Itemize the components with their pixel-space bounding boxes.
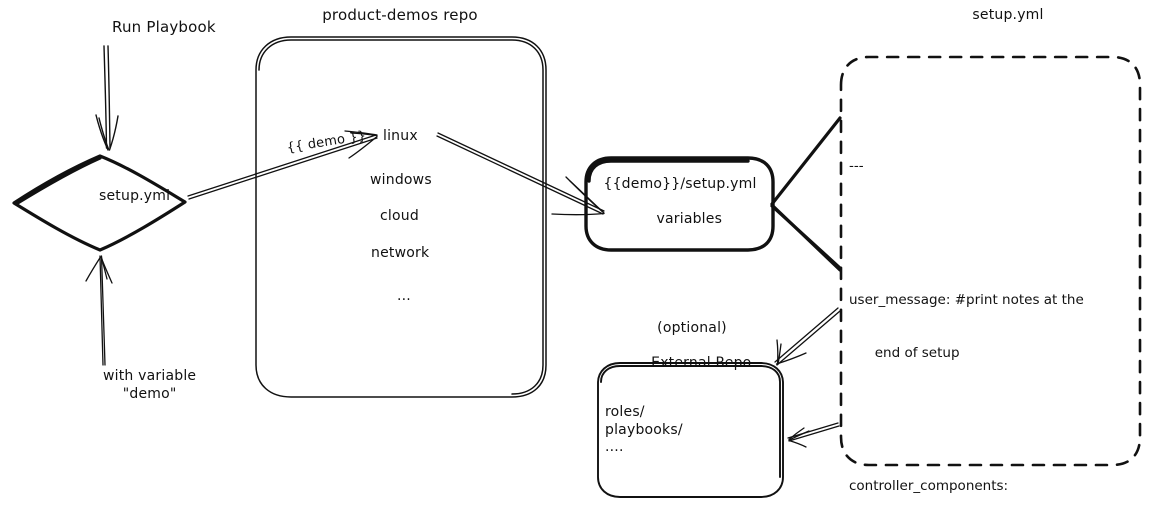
repo-item-cloud: cloud bbox=[380, 208, 419, 224]
yml-block-controller-components: controller_components: - projects - inve… bbox=[849, 443, 1141, 505]
yml-block-doc-start: --- bbox=[849, 123, 1141, 211]
shape-variables-box bbox=[584, 156, 775, 252]
arrow-linux-to-variables bbox=[436, 132, 605, 216]
variables-node-line1: {{demo}}/setup.yml bbox=[603, 176, 757, 192]
node-setup-yml-diamond bbox=[12, 154, 187, 252]
setup-yml-content: --- user_message: #print notes at the en… bbox=[849, 88, 1141, 505]
shape-external-repo-box bbox=[597, 362, 784, 498]
arrow-with-variable bbox=[85, 255, 113, 366]
yml-line: user_message: #print notes at the bbox=[849, 292, 1084, 309]
repo-item-windows: windows bbox=[370, 172, 432, 188]
variables-node-label: {{demo}}/setup.yml variables bbox=[603, 176, 756, 229]
arrow-demo-to-linux bbox=[187, 130, 378, 200]
connector-setupyml-to-variables bbox=[770, 116, 842, 272]
setup-yml-box-title: setup.yml bbox=[972, 7, 1044, 23]
variables-node-line2: variables bbox=[656, 211, 723, 227]
yml-line: end of setup bbox=[849, 344, 960, 361]
shape-setup-yml-dashed-box bbox=[839, 55, 1142, 467]
external-repo-body: roles/ playbooks/ .... bbox=[605, 404, 683, 455]
external-repo-title-line1: (optional) bbox=[657, 320, 727, 336]
with-variable-label: with variable "demo" bbox=[103, 368, 197, 402]
yml-line: controller_components: bbox=[849, 478, 1009, 495]
external-repo-title: (optional) External Repo bbox=[633, 320, 752, 373]
yml-line: --- bbox=[849, 158, 864, 175]
yml-block-user-message: user_message: #print notes at the end of… bbox=[849, 257, 1141, 397]
arrow-job-templates-to-external-repo bbox=[787, 422, 840, 448]
setup-yml-node-label: setup.yml bbox=[99, 188, 171, 204]
repo-item-linux: linux bbox=[383, 128, 418, 144]
repo-title: product-demos repo bbox=[322, 6, 478, 24]
arrow-run-playbook bbox=[95, 45, 119, 151]
shape-repo-box bbox=[255, 36, 547, 398]
repo-item-network: network bbox=[371, 245, 430, 261]
repo-item-ellipsis: ... bbox=[397, 288, 411, 304]
external-repo-title-line2: External Repo bbox=[651, 355, 752, 371]
arrow-projects-to-external-repo bbox=[774, 307, 841, 366]
run-playbook-label: Run Playbook bbox=[112, 18, 216, 36]
